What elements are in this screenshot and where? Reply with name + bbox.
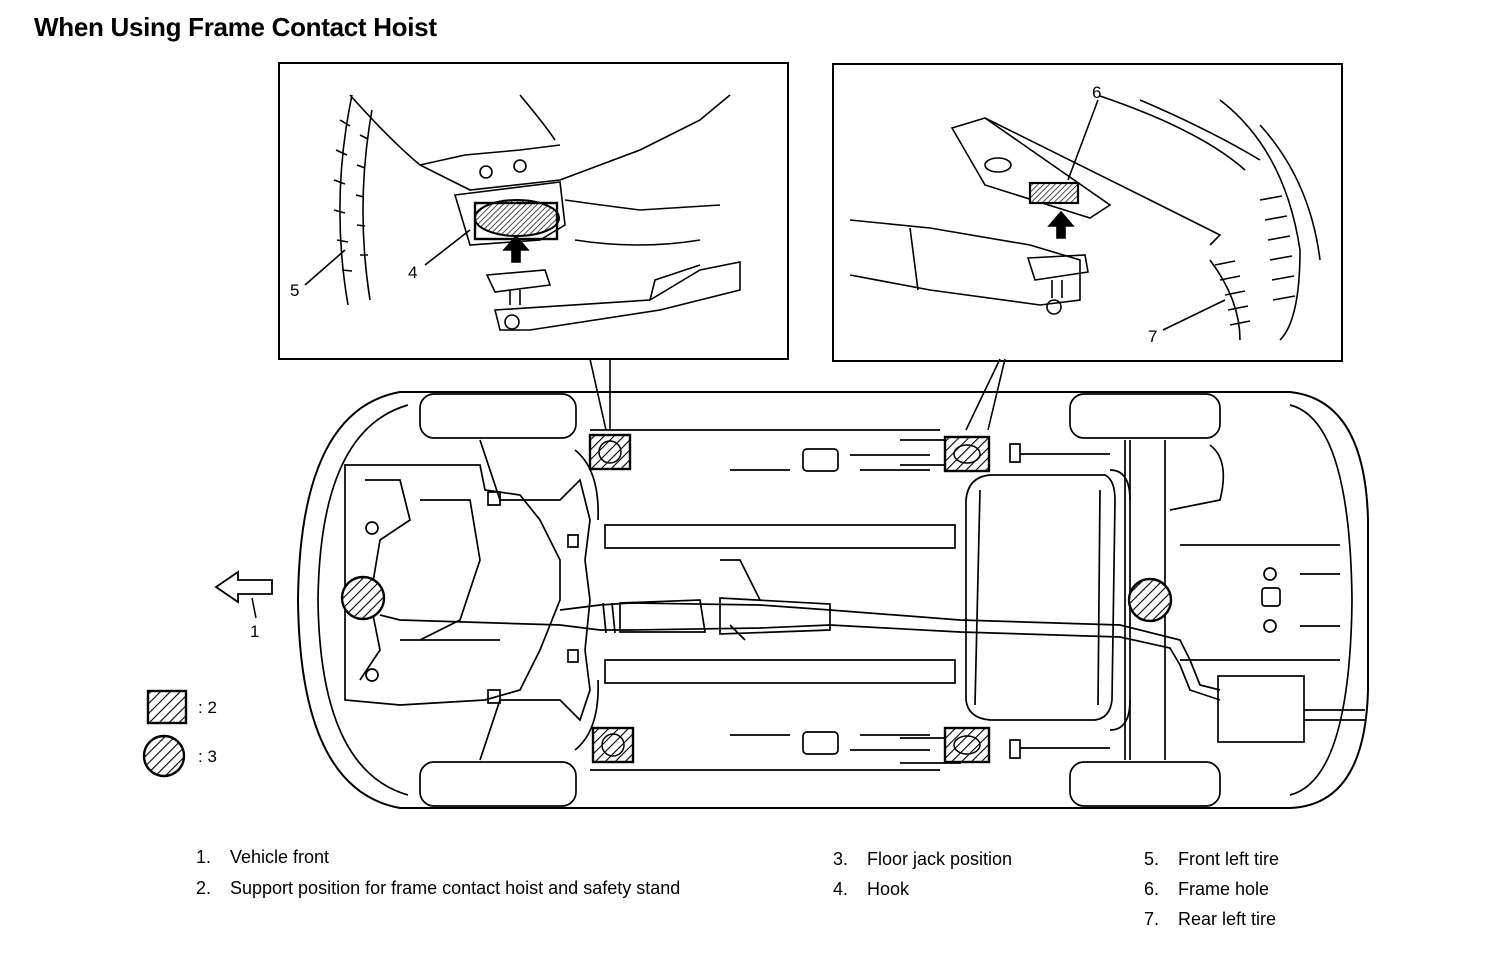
callout-7: 7 [1148, 327, 1157, 346]
vehicle-front-arrow-icon [214, 570, 273, 619]
key-label-jack: : 3 [198, 747, 217, 766]
floor-jack-point-front [340, 575, 386, 621]
floor-jack-point-rear [1127, 577, 1173, 623]
legend-item-1: 1.Vehicle front [196, 847, 330, 867]
legend-item-4: 4.Hook [833, 879, 910, 899]
front-detail-inset [278, 62, 789, 360]
key-label-support: : 2 [198, 698, 217, 717]
support-point-front-right [588, 433, 632, 471]
legend-item-5: 5.Front left tire [1144, 849, 1280, 869]
legend-item-7: 7.Rear left tire [1144, 909, 1277, 929]
support-point-rear-right [943, 435, 991, 473]
callout-1: 1 [250, 622, 259, 641]
legend-item-6: 6.Frame hole [1144, 879, 1270, 899]
callout-6: 6 [1092, 83, 1101, 102]
rear-detail-inset [832, 63, 1343, 362]
support-point-front-left [591, 726, 635, 764]
vehicle-underbody [296, 391, 1369, 809]
key-circle-hatched-icon [142, 734, 186, 778]
legend-item-2: 2.Support position for frame contact hoi… [196, 878, 681, 898]
legend-item-3: 3.Floor jack position [833, 849, 1013, 869]
key-square-hatched-icon [146, 689, 188, 725]
support-point-rear-left [943, 726, 991, 764]
page-title: When Using Frame Contact Hoist [34, 12, 437, 42]
callout-4: 4 [408, 263, 417, 282]
callout-5: 5 [290, 281, 299, 300]
